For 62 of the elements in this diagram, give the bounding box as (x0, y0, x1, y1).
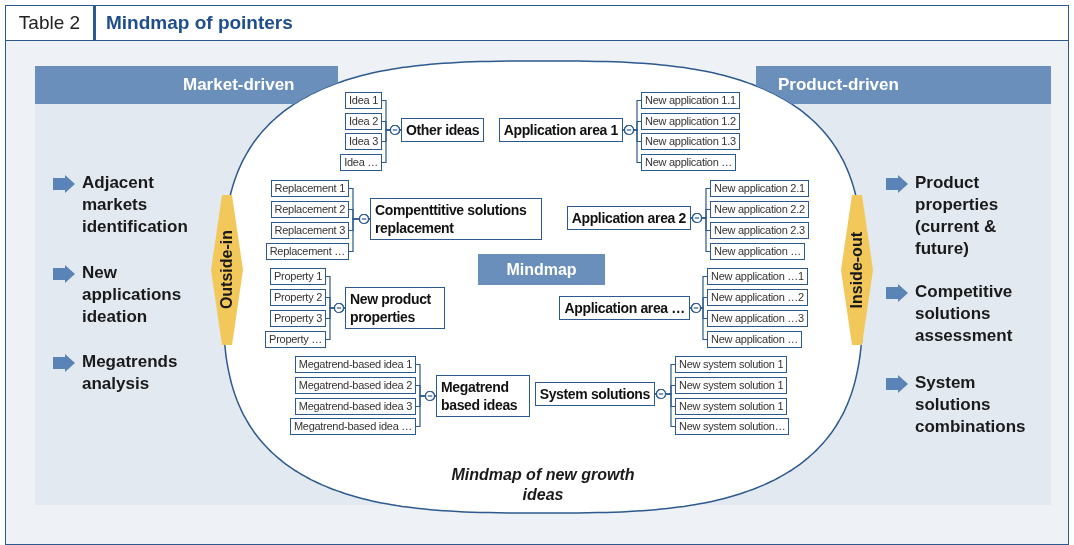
idea-box: New application 2.2 (710, 201, 809, 218)
idea-box: New application …2 (707, 289, 808, 306)
idea-box: Idea 2 (345, 113, 382, 130)
topic-box: Application area 2 (566, 206, 691, 230)
idea-box: Property 1 (270, 268, 326, 285)
pointer-text: Competitive solutions assessment (915, 281, 1014, 347)
idea-box: New application 2.3 (710, 222, 809, 239)
idea-box: Replacement 1 (270, 180, 349, 197)
idea-box: New application …1 (707, 268, 808, 285)
idea-box: Replacement 2 (270, 201, 349, 218)
idea-box: New system solution 1 (675, 398, 788, 415)
branch-connector (690, 212, 711, 253)
topic-box: Application area 1 (498, 118, 623, 142)
idea-box: New application 2.1 (710, 180, 809, 197)
direction-chevron: Inside-out (841, 195, 873, 345)
idea-box: Idea … (340, 154, 382, 171)
branch-connector (689, 302, 708, 341)
topic-box: New product properties (345, 287, 445, 329)
topic-box: Megatrend based ideas (436, 375, 530, 417)
topic-box: Other ideas (401, 118, 485, 142)
idea-box: New application 1.3 (641, 133, 740, 150)
branch-connector (348, 213, 371, 253)
idea-box: New application 1.2 (641, 113, 740, 130)
topic-box: System solutions (534, 382, 655, 406)
idea-box: New application … (641, 154, 737, 171)
idea-box: New application 1.1 (641, 92, 740, 109)
table-title: Mindmap of pointers (106, 10, 293, 35)
idea-box: Megatrend-based idea 1 (294, 356, 416, 373)
idea-box: Megatrend-based idea 3 (294, 398, 416, 415)
idea-box: New application … (710, 243, 806, 260)
central-topic-box: Mindmap (478, 254, 605, 285)
table-number: Table 2 (6, 6, 96, 40)
idea-box: New system solution 1 (675, 377, 788, 394)
branch-connector (622, 124, 642, 164)
idea-box: Replacement 3 (270, 222, 349, 239)
idea-box: Megatrend-based idea … (289, 418, 416, 435)
pointer-text: Product properties (current & future) (915, 172, 1000, 260)
branch-connector (415, 390, 437, 428)
ellipse-caption: Mindmap of new growth ideas (450, 465, 636, 505)
idea-box: Property … (265, 331, 326, 348)
idea-box: Property 3 (270, 310, 326, 327)
idea-box: Megatrend-based idea 2 (294, 377, 416, 394)
topic-box: Application area … (559, 296, 690, 320)
idea-box: Idea 1 (345, 92, 382, 109)
idea-box: New system solution… (675, 418, 790, 435)
direction-chevron: Outside-in (211, 195, 243, 345)
topic-box: Compenttitive solutions replacement (370, 198, 542, 240)
idea-box: Property 2 (270, 289, 326, 306)
idea-box: New application … (707, 331, 803, 348)
branch-connector (325, 302, 346, 341)
branch-connector (654, 388, 676, 428)
pointer-text: Megatrends analysis (82, 351, 179, 395)
idea-box: Idea 3 (345, 133, 382, 150)
pointer-text: System solutions combinations (915, 372, 1027, 438)
idea-box: Replacement … (265, 243, 349, 260)
pointer-text: Adjacent markets identification (82, 172, 189, 238)
idea-box: New system solution 1 (675, 356, 788, 373)
header-band: Market-driven (35, 66, 338, 104)
idea-box: New application …3 (707, 310, 808, 327)
pointer-text: New applications ideation (82, 262, 183, 328)
branch-connector (381, 124, 402, 164)
header-band: Product-driven (756, 66, 1051, 104)
